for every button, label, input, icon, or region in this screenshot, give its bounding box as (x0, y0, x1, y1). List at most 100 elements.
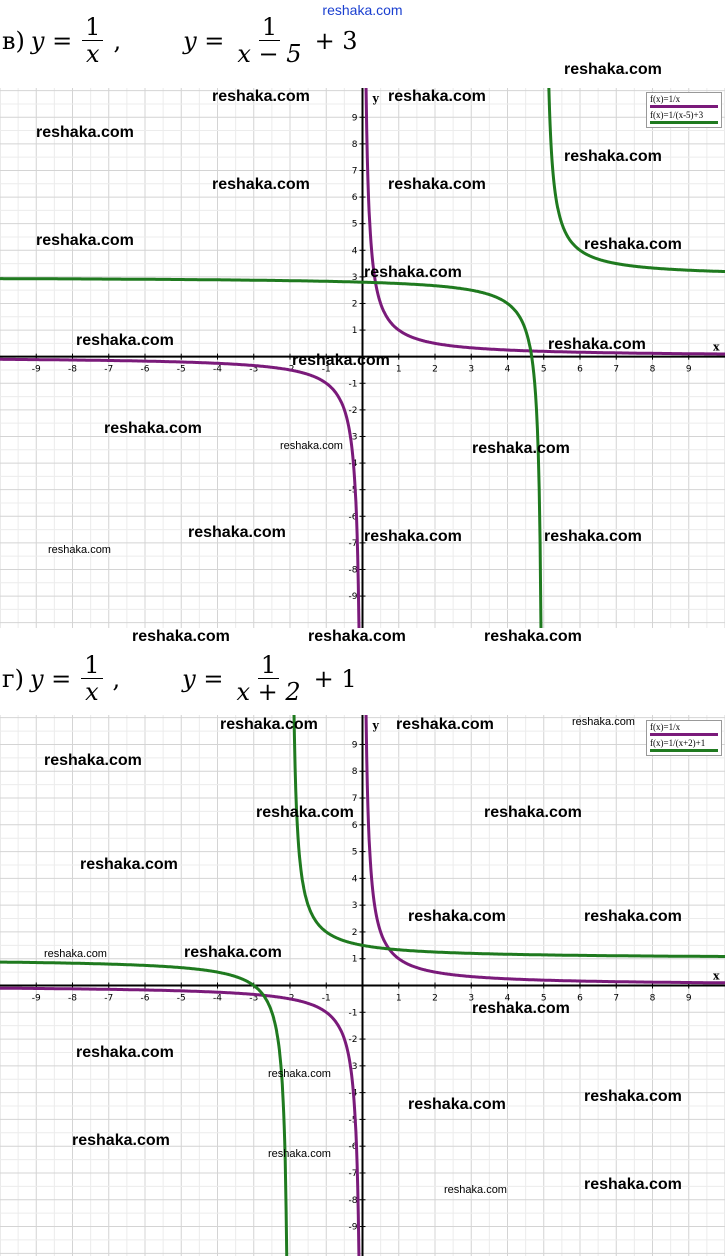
watermark: reshaka.com (564, 61, 662, 78)
suffix: + 1 (313, 664, 357, 693)
problem-label: г) (2, 664, 24, 693)
y-tick-label: -1 (349, 379, 358, 389)
x-axis-label: x (713, 341, 720, 354)
watermark: reshaka.com (76, 1044, 174, 1061)
x-tick-label: 4 (505, 994, 511, 1004)
x-tick-label: -3 (249, 994, 258, 1004)
y-tick-label: -6 (349, 1142, 358, 1152)
y-tick-label: -2 (349, 406, 358, 416)
x-tick-label: 1 (396, 994, 402, 1004)
watermark: reshaka.com (396, 716, 494, 733)
lhs: y = (182, 664, 224, 693)
x-tick-label: 5 (541, 994, 547, 1004)
denominator: x (86, 40, 100, 68)
x-tick-label: -8 (68, 365, 77, 375)
y-tick-label: 7 (352, 166, 358, 176)
y-tick-label: 9 (352, 113, 358, 123)
legend-item: f(x)=1/(x+2)+1 (650, 738, 718, 752)
watermark: reshaka.com (80, 856, 178, 873)
watermark: reshaka.com (44, 752, 142, 769)
watermark: reshaka.com (544, 528, 642, 545)
lhs: y = (29, 664, 72, 693)
x-tick-label: 4 (505, 365, 511, 375)
x-tick-label: 8 (650, 365, 656, 375)
series-shifted-branch (547, 88, 725, 273)
y-tick-label: 2 (352, 299, 358, 309)
watermark: reshaka.com (408, 1096, 506, 1113)
watermark: reshaka.com (132, 628, 230, 645)
lhs: y = (183, 26, 225, 55)
watermark: reshaka.com (548, 336, 646, 353)
y-tick-label: -9 (349, 592, 358, 602)
lhs: y = (30, 26, 73, 55)
legend-item: f(x)=1/x (650, 94, 718, 108)
y-tick-label: 6 (352, 821, 358, 831)
y-tick-label: 3 (352, 901, 358, 911)
watermark: reshaka.com (308, 628, 406, 645)
x-tick-label: -8 (68, 994, 77, 1004)
watermark: reshaka.com (280, 440, 343, 452)
x-tick-label: -4 (213, 994, 222, 1004)
y-tick-label: -2 (349, 1035, 358, 1045)
watermark: reshaka.com (444, 1184, 507, 1196)
x-tick-label: -4 (213, 365, 222, 375)
x-tick-label: -9 (32, 994, 41, 1004)
site-link[interactable]: reshaka.com (322, 2, 403, 18)
watermark: reshaka.com (104, 420, 202, 437)
x-tick-label: 7 (613, 365, 619, 375)
denominator: x + 2 (236, 678, 301, 706)
numerator: 1 (257, 652, 280, 679)
y-tick-label: -8 (349, 1196, 358, 1206)
watermark: reshaka.com (564, 148, 662, 165)
legend-item: f(x)=1/x (650, 722, 718, 736)
watermark: reshaka.com (364, 264, 462, 281)
x-tick-label: -1 (322, 994, 331, 1004)
x-tick-label: 2 (432, 994, 438, 1004)
series-reciprocal-branch (364, 88, 725, 356)
watermark: reshaka.com (188, 524, 286, 541)
x-tick-label: -9 (32, 365, 41, 375)
series-shifted-branch (292, 715, 725, 958)
y-tick-label: -1 (349, 1008, 358, 1018)
x-tick-label: -6 (141, 994, 150, 1004)
y-tick-label: 4 (352, 246, 358, 256)
y-tick-label: -3 (349, 1062, 358, 1072)
x-tick-label: 9 (686, 365, 692, 375)
x-tick-label: -1 (322, 365, 331, 375)
y-tick-label: 7 (352, 794, 358, 804)
watermark: reshaka.com (292, 352, 390, 369)
y-tick-label: 1 (352, 955, 358, 965)
x-tick-label: 9 (686, 994, 692, 1004)
y-tick-label: -3 (349, 432, 358, 442)
watermark: reshaka.com (268, 1148, 331, 1160)
x-tick-label: 1 (396, 365, 402, 375)
x-tick-label: -7 (104, 994, 113, 1004)
watermark: reshaka.com (76, 332, 174, 349)
watermark: reshaka.com (36, 124, 134, 141)
watermark: reshaka.com (584, 236, 682, 253)
x-tick-label: 3 (468, 365, 474, 375)
watermark: reshaka.com (220, 716, 318, 733)
numerator: 1 (258, 14, 281, 41)
watermark: reshaka.com (36, 232, 134, 249)
y-tick-label: 2 (352, 928, 358, 938)
watermark: reshaka.com (48, 544, 111, 556)
watermark: reshaka.com (184, 944, 282, 961)
watermark: reshaka.com (212, 176, 310, 193)
watermark: reshaka.com (472, 440, 570, 457)
legend-item: f(x)=1/(x-5)+3 (650, 110, 718, 124)
watermark: reshaka.com (584, 1088, 682, 1105)
watermark: reshaka.com (484, 628, 582, 645)
y-tick-label: 3 (352, 273, 358, 283)
watermark: reshaka.com (484, 804, 582, 821)
watermark: reshaka.com (572, 716, 635, 728)
watermark: reshaka.com (388, 176, 486, 193)
legend-v: f(x)=1/x f(x)=1/(x-5)+3 (646, 92, 722, 128)
watermark: reshaka.com (44, 948, 107, 960)
y-tick-label: 5 (352, 848, 358, 858)
